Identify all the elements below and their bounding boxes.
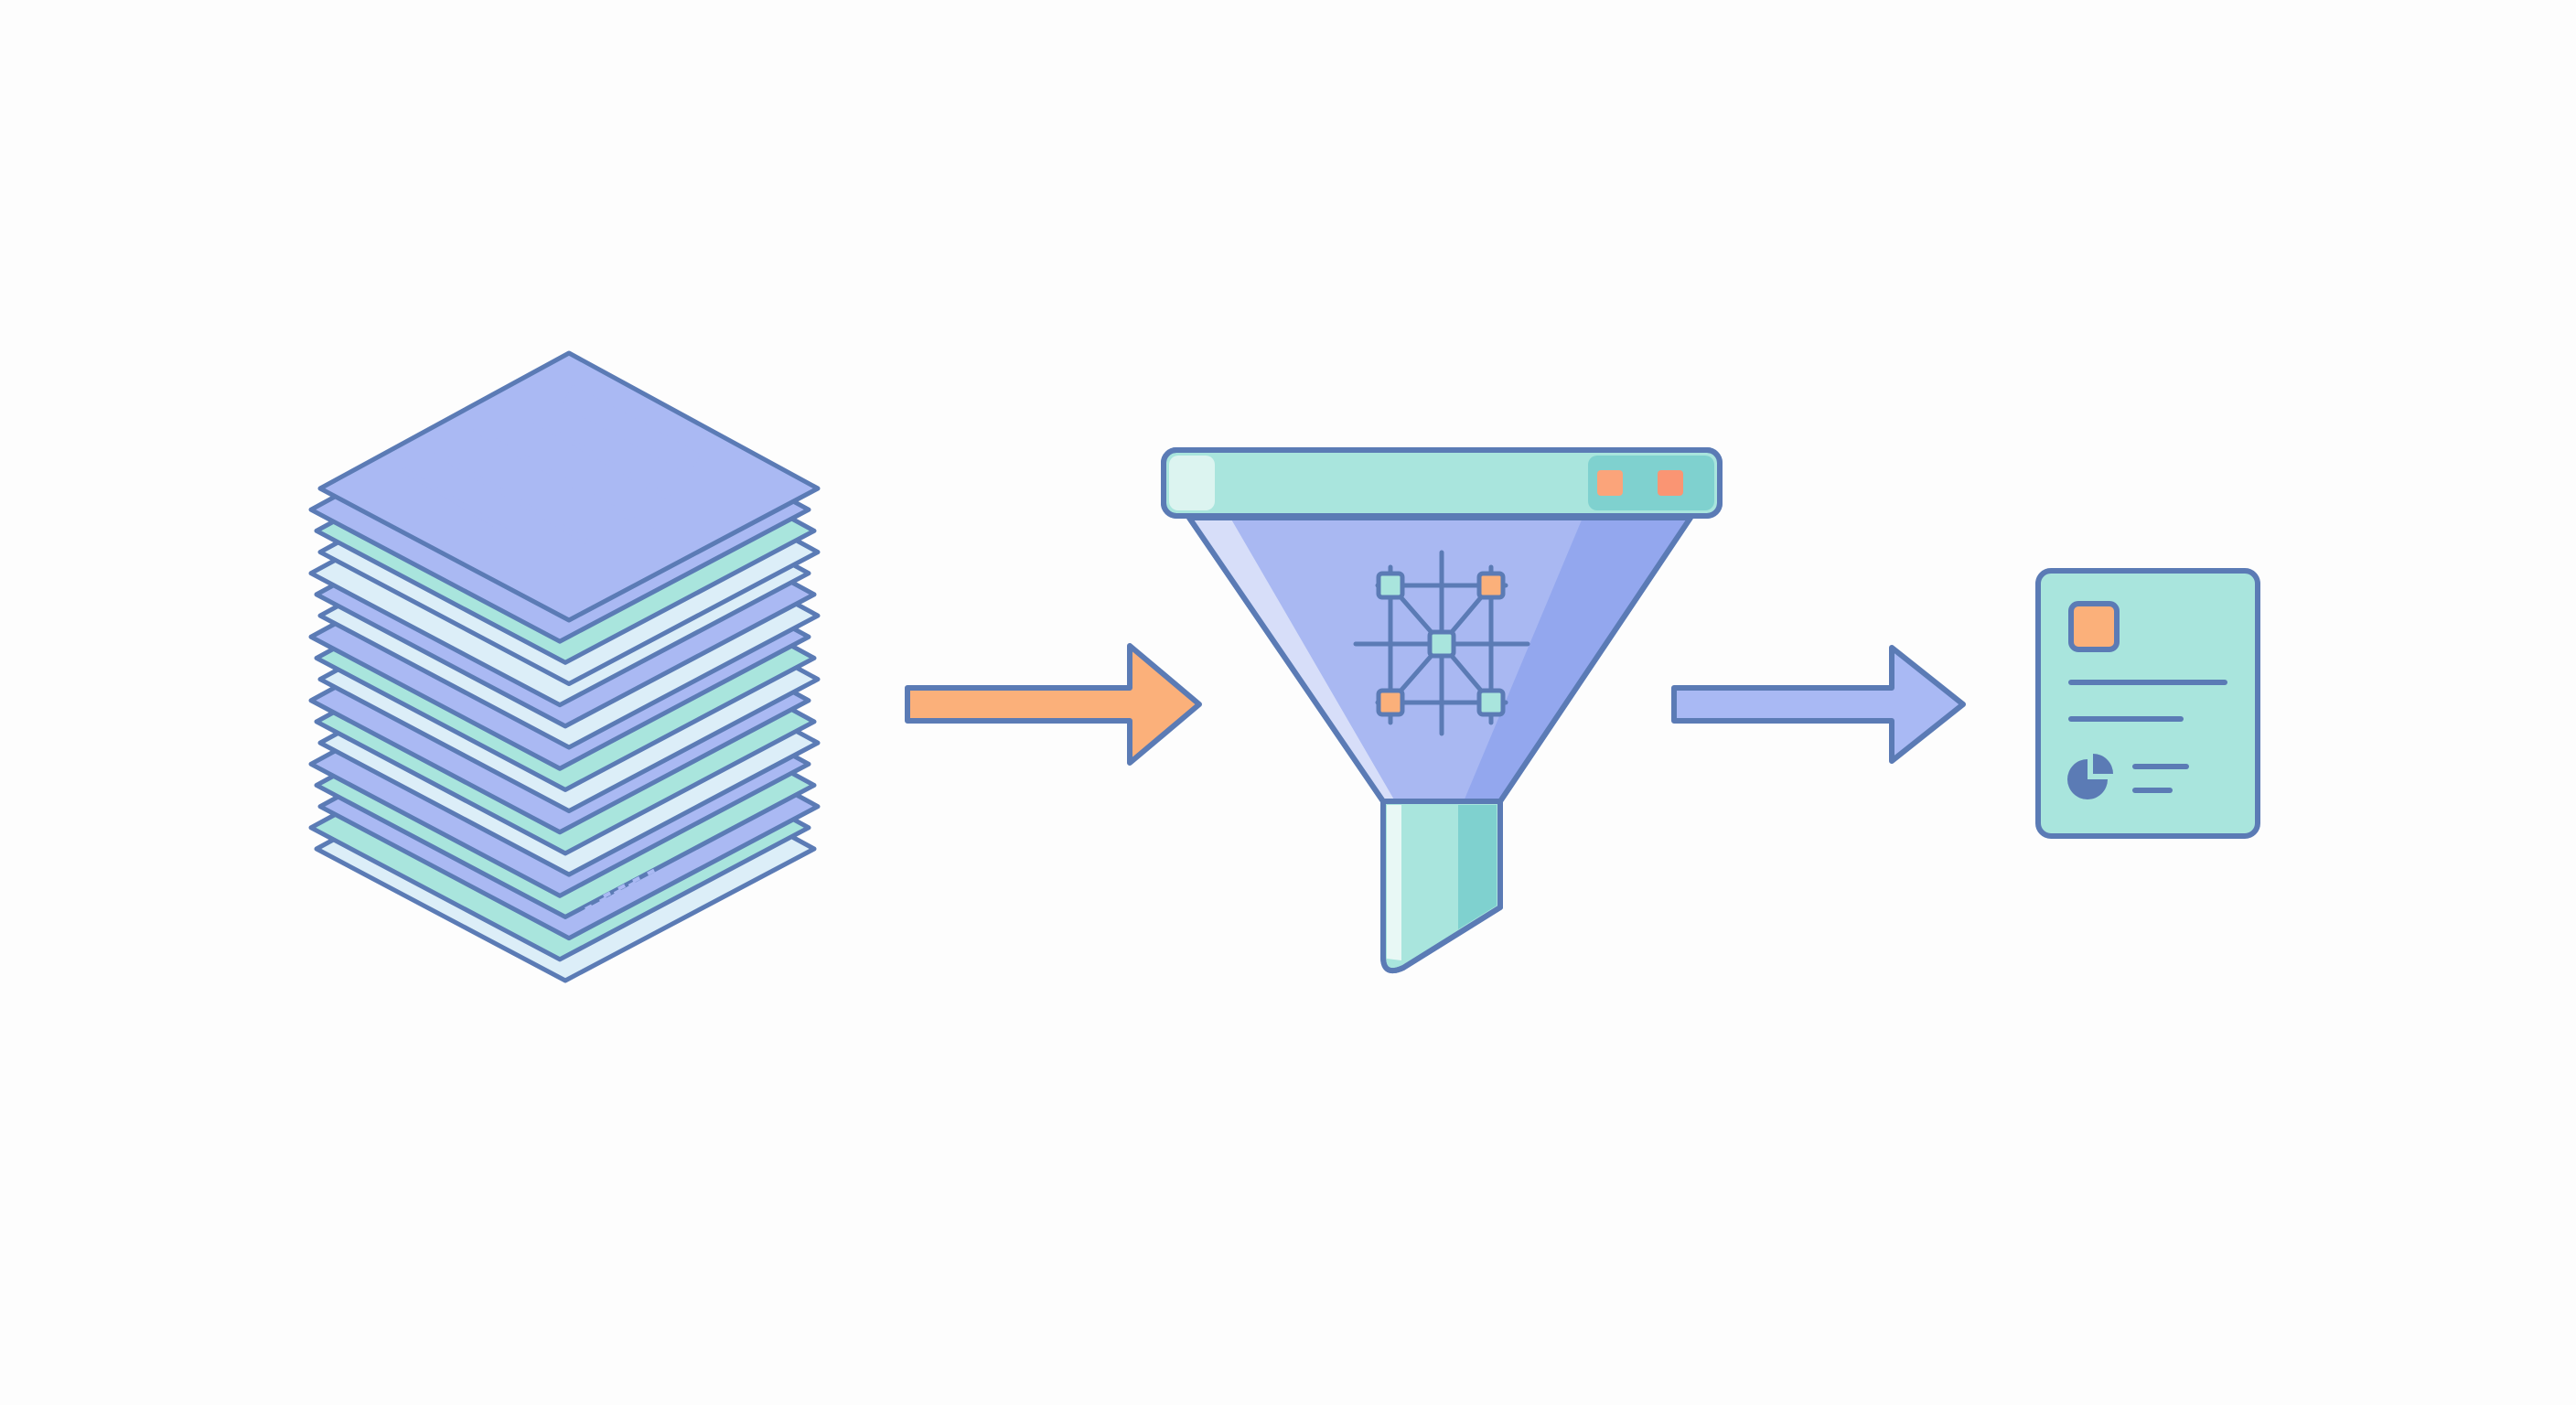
network-node bbox=[1476, 571, 1506, 600]
arrow-right-icon bbox=[1671, 645, 1966, 764]
funnel-network-icon bbox=[1161, 447, 1723, 973]
document-text-line bbox=[402, 467, 508, 533]
network-node bbox=[1376, 688, 1405, 717]
summary-report-icon bbox=[2035, 568, 2260, 839]
document-layer bbox=[317, 350, 821, 623]
rim-indicator-orange-left bbox=[1597, 470, 1623, 496]
document-stack-icon bbox=[308, 350, 821, 983]
network-node bbox=[1476, 688, 1506, 717]
network-node bbox=[1376, 571, 1405, 600]
document-text-line bbox=[473, 427, 661, 537]
arrow-right-icon bbox=[905, 643, 1202, 766]
network-graph-icon bbox=[1353, 550, 1530, 736]
document-text-line bbox=[532, 418, 691, 511]
connector-arrow-stack-to-funnel bbox=[905, 643, 1202, 766]
document-heading-bar bbox=[561, 384, 702, 476]
network-node-center bbox=[1427, 629, 1456, 659]
pie-chart-icon bbox=[2067, 754, 2113, 799]
document-text-line bbox=[585, 878, 641, 911]
document-text-line bbox=[603, 865, 661, 898]
document-text-line bbox=[435, 451, 596, 548]
connector-arrow-funnel-to-summary bbox=[1671, 645, 1966, 764]
summary-card-badge bbox=[2068, 601, 2120, 652]
rim-indicator-orange-right bbox=[1658, 470, 1683, 496]
funnel-cone-shade-right bbox=[1464, 518, 1690, 801]
